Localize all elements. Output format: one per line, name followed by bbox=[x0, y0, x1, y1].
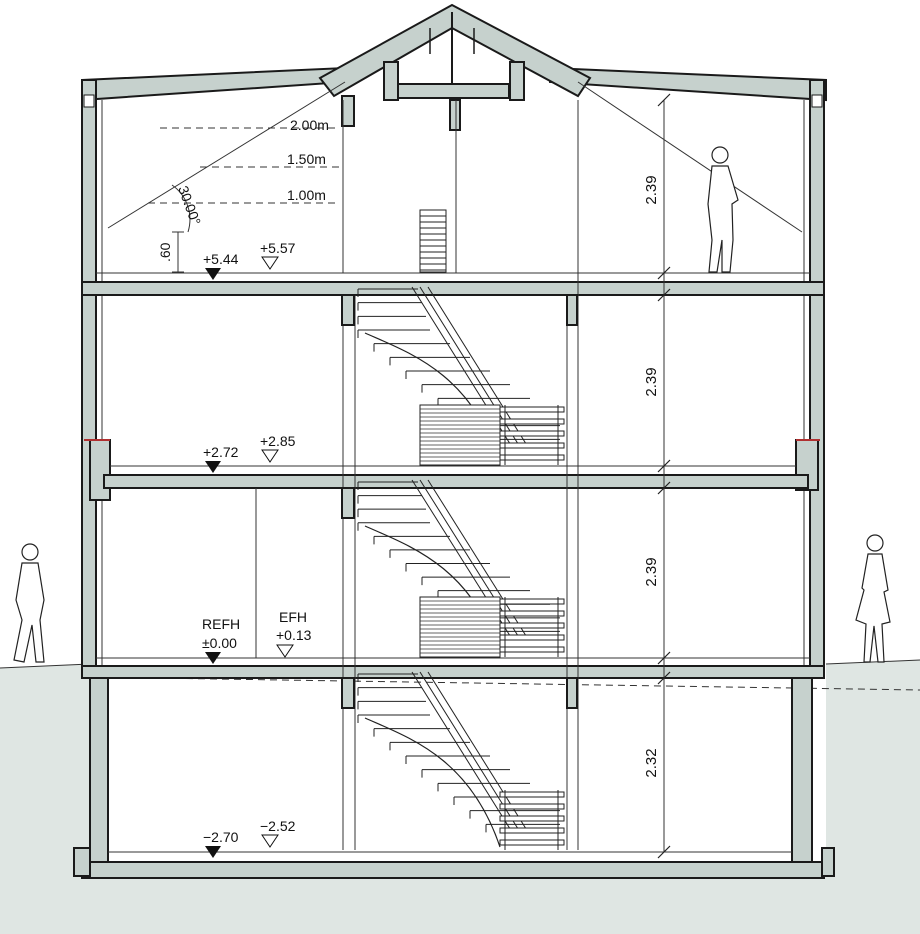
person-figure-right bbox=[855, 534, 891, 663]
ground-raw-label: REFH bbox=[202, 616, 240, 632]
roof bbox=[81, 3, 827, 131]
upper-finished-level: +2.85 bbox=[260, 433, 296, 449]
ground-finished-marker bbox=[276, 644, 294, 658]
height-dimension-chain bbox=[657, 93, 671, 859]
stair-flight bbox=[357, 286, 565, 466]
basement-finished-marker bbox=[261, 834, 279, 848]
upper-floor-height: 2.39 bbox=[643, 367, 660, 396]
attic-floor-height: 2.39 bbox=[643, 175, 660, 204]
level-markers bbox=[205, 256, 294, 858]
interior-lines bbox=[255, 100, 579, 850]
attic-raw-marker bbox=[205, 268, 221, 280]
attic-finished-marker bbox=[261, 256, 279, 270]
knee-height-label: .60 bbox=[157, 242, 173, 262]
ground-raw-level: ±0.00 bbox=[202, 635, 237, 651]
stair-flight bbox=[357, 479, 565, 658]
basement-raw-level: −2.70 bbox=[203, 829, 239, 845]
basement-floor-height: 2.32 bbox=[643, 748, 660, 777]
attic-finished-level: +5.57 bbox=[260, 240, 296, 256]
ground-finished-level: +0.13 bbox=[276, 627, 312, 643]
floor-slabs bbox=[81, 272, 825, 853]
attic-slope-lines bbox=[107, 81, 803, 273]
ground-floor-height: 2.39 bbox=[643, 557, 660, 586]
ground bbox=[0, 659, 920, 934]
ground-raw-marker bbox=[205, 652, 221, 664]
basement-structure bbox=[73, 673, 835, 879]
person-figure-attic bbox=[707, 146, 739, 273]
stair-flight bbox=[357, 671, 565, 850]
attic-height-1-5m: 1.50m bbox=[287, 151, 326, 167]
upper-finished-marker bbox=[261, 449, 279, 463]
upper-raw-level: +2.72 bbox=[203, 444, 239, 460]
roof-angle-label: 30.00° bbox=[175, 184, 204, 228]
upper-raw-marker bbox=[205, 461, 221, 473]
person-figure-left bbox=[13, 543, 45, 663]
ground-finished-label: EFH bbox=[279, 609, 307, 625]
basement-raw-marker bbox=[205, 846, 221, 858]
attic-stair-ladder bbox=[419, 209, 447, 273]
attic-raw-level: +5.44 bbox=[203, 251, 239, 267]
stairs bbox=[357, 286, 565, 850]
basement-finished-level: −2.52 bbox=[260, 818, 296, 834]
attic-height-2m: 2.00m bbox=[290, 117, 329, 133]
attic-height-1m: 1.00m bbox=[287, 187, 326, 203]
exterior-walls bbox=[81, 79, 825, 676]
